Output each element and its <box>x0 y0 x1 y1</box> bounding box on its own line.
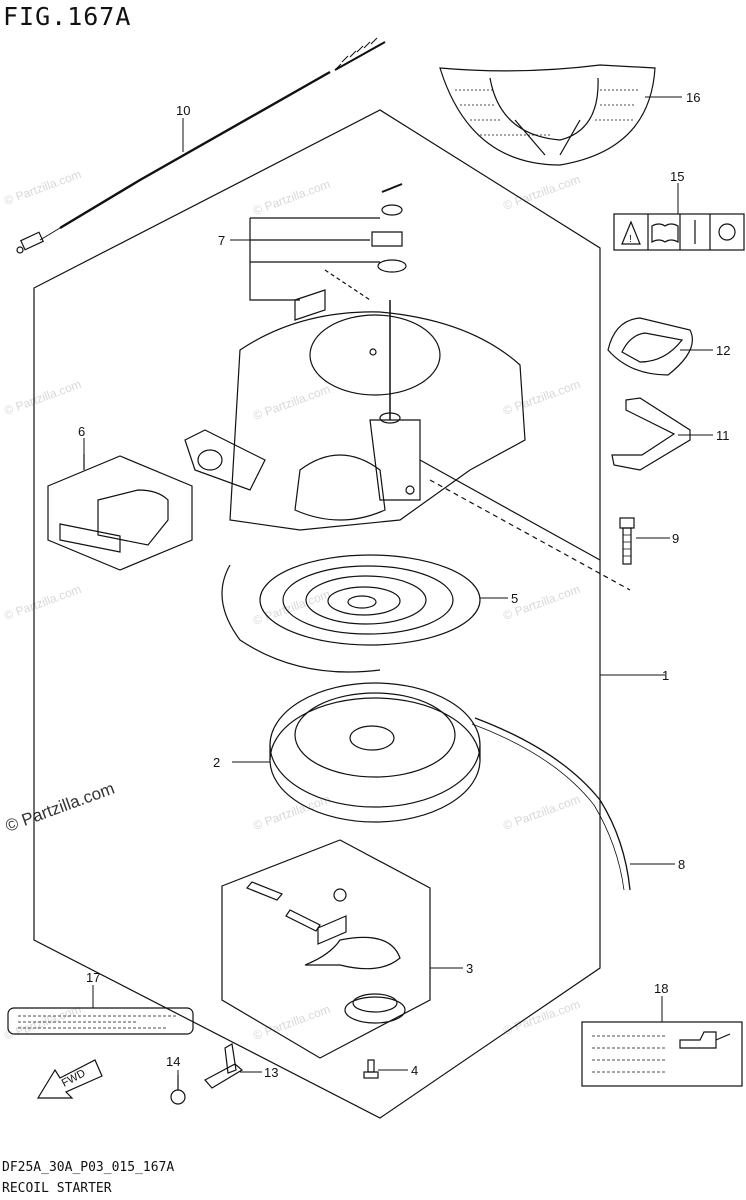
watermark-text: © Partzilla.com <box>501 792 582 833</box>
callout-11: 11 <box>716 428 730 443</box>
callout-13: 13 <box>264 1065 278 1080</box>
callout-3: 3 <box>466 961 473 976</box>
callout-15: 15 <box>670 169 684 184</box>
callout-7: 7 <box>218 233 225 248</box>
part-4-screw <box>363 1059 379 1079</box>
part-14-bolt <box>170 1075 186 1105</box>
part-16-pad <box>439 64 656 166</box>
callout-2: 2 <box>213 755 220 770</box>
part-6-handle <box>47 454 193 571</box>
figure-title: FIG.167A <box>3 2 132 31</box>
assembly-outline <box>33 109 601 1119</box>
callout-17: 17 <box>86 970 100 985</box>
svg-text:!: ! <box>629 234 632 245</box>
callout-18: 18 <box>654 981 668 996</box>
part-17-label <box>7 1007 194 1035</box>
watermark-text: © Partzilla.com <box>251 1002 332 1043</box>
part-13-clamp <box>204 1043 244 1089</box>
callout-1: 1 <box>662 668 669 683</box>
callout-5: 5 <box>511 591 518 606</box>
fwd-label: FWD <box>60 1067 88 1089</box>
part-2-reel <box>269 682 631 891</box>
callout-6: 6 <box>78 424 85 439</box>
part-7-kit <box>249 183 407 321</box>
callout-8: 8 <box>678 857 685 872</box>
part-15-warning-label: ! <box>613 213 745 251</box>
watermark-text: © Partzilla.com <box>501 377 582 418</box>
callout-10: 10 <box>176 103 190 118</box>
part-9-bolt <box>619 517 635 565</box>
callout-14: 14 <box>166 1054 180 1069</box>
watermark-text: © Partzilla.com <box>251 177 332 218</box>
leader-lines <box>83 96 713 1075</box>
watermark-text: © Partzilla.com <box>2 377 83 418</box>
part-5-spring <box>221 554 481 673</box>
watermark-text: © Partzilla.com <box>2 582 83 623</box>
part-10-cable <box>16 37 386 254</box>
watermark-text: © Partzilla.com <box>501 172 582 213</box>
fwd-arrow-icon: FWD <box>36 1059 103 1099</box>
starter-housing <box>184 300 631 591</box>
watermark-text: © Partzilla.com <box>251 587 332 628</box>
part-18-label <box>581 1021 743 1087</box>
watermark-text: © Partzilla.com <box>501 997 582 1038</box>
watermark-primary: © Partzilla.com <box>3 779 117 836</box>
watermark-text: © Partzilla.com <box>2 167 83 208</box>
part-12-ring <box>607 317 693 376</box>
callout-12: 12 <box>716 343 730 358</box>
diagram-code: DF25A_30A_P03_015_167A <box>2 1160 175 1175</box>
callout-labels: 1 2 3 4 5 6 7 8 9 10 11 12 13 14 15 16 1… <box>78 90 730 1080</box>
part-3-pawl-kit <box>221 839 431 1059</box>
callout-4: 4 <box>411 1063 418 1078</box>
callout-9: 9 <box>672 531 679 546</box>
watermark-text: © Partzilla.com <box>251 382 332 423</box>
part-11-hook <box>611 397 691 471</box>
callout-16: 16 <box>686 90 700 105</box>
diagram-caption: RECOIL STARTER <box>2 1181 112 1196</box>
